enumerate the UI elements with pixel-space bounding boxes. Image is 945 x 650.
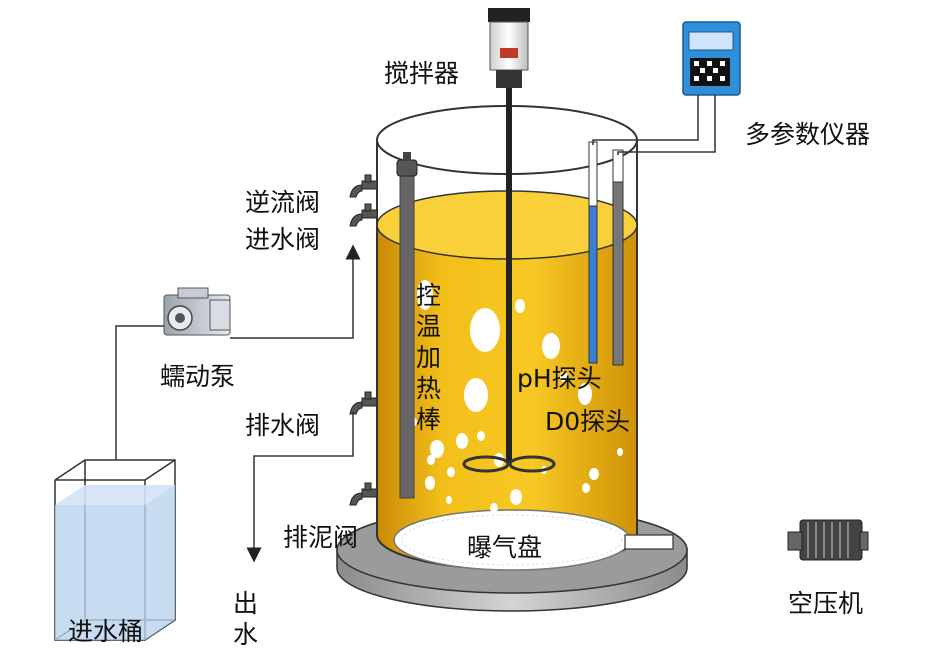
piping xyxy=(115,244,361,563)
air-compressor xyxy=(787,519,869,561)
label-pump: 蠕动泵 xyxy=(160,362,235,391)
meter-cable xyxy=(592,95,699,145)
label-heater: 控温加热棒 xyxy=(413,282,442,437)
label-backflow-valve: 逆流阀 xyxy=(245,188,320,217)
label-outlet: 出水 xyxy=(230,590,259,650)
heater-rod xyxy=(396,152,418,499)
label-meter: 多参数仪器 xyxy=(745,120,870,149)
multi-parameter-meter xyxy=(682,21,741,96)
meter-cable xyxy=(617,95,716,155)
valves xyxy=(349,174,378,506)
label-do-probe: D0探头 xyxy=(545,407,630,436)
label-inlet-valve: 进水阀 xyxy=(245,225,320,254)
label-drain-valve: 排水阀 xyxy=(245,411,320,440)
label-stirrer: 搅拌器 xyxy=(384,59,459,88)
inlet-tank xyxy=(54,459,176,641)
label-compressor: 空压机 xyxy=(788,589,863,618)
label-sludge-valve: 排泥阀 xyxy=(283,523,358,552)
label-ph-probe: pH探头 xyxy=(517,364,602,393)
ph-probe xyxy=(588,141,598,364)
stirrer xyxy=(462,8,556,473)
aeration-disc xyxy=(393,509,631,571)
air-bubbles xyxy=(411,280,623,513)
label-aerator: 曝气盘 xyxy=(467,533,542,562)
air-pipe xyxy=(624,534,674,550)
peristaltic-pump xyxy=(163,287,231,336)
label-inlet-tank: 进水桶 xyxy=(68,617,143,646)
do-probe xyxy=(612,149,624,366)
